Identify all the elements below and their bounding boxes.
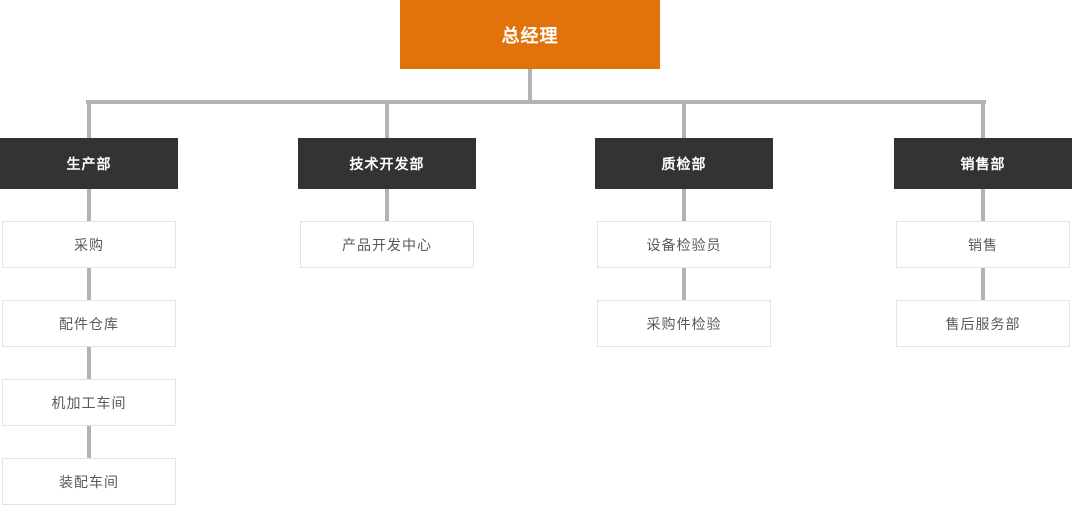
node-dept-sales: 销售部 bbox=[894, 138, 1072, 189]
connector-head-stub-quality bbox=[682, 104, 686, 138]
connector-root-stub bbox=[528, 69, 532, 100]
node-label: 质检部 bbox=[661, 155, 707, 172]
node-label: 采购件检验 bbox=[646, 315, 722, 332]
node-label: 装配车间 bbox=[59, 473, 119, 490]
connector-child bbox=[385, 189, 389, 221]
node-equipment-inspector: 设备检验员 bbox=[597, 221, 771, 268]
connector-horizontal-trunk bbox=[86, 100, 986, 104]
node-machining-workshop: 机加工车间 bbox=[2, 379, 176, 426]
node-general-manager: 总经理 bbox=[400, 0, 660, 69]
node-parts-warehouse: 配件仓库 bbox=[2, 300, 176, 347]
connector-child bbox=[682, 189, 686, 221]
connector-child bbox=[87, 347, 91, 379]
node-label: 销售部 bbox=[960, 155, 1006, 172]
node-label: 机加工车间 bbox=[51, 394, 127, 411]
node-product-development-center: 产品开发中心 bbox=[300, 221, 474, 268]
node-assembly-workshop: 装配车间 bbox=[2, 458, 176, 505]
node-label: 产品开发中心 bbox=[342, 236, 432, 253]
node-label: 销售 bbox=[968, 236, 998, 253]
node-label: 配件仓库 bbox=[59, 315, 119, 332]
node-label: 总经理 bbox=[501, 25, 559, 46]
connector-child bbox=[981, 189, 985, 221]
node-label: 设备检验员 bbox=[646, 236, 722, 253]
node-after-sales-service: 售后服务部 bbox=[896, 300, 1070, 347]
node-purchased-parts-inspection: 采购件检验 bbox=[597, 300, 771, 347]
connector-head-stub-sales bbox=[981, 104, 985, 138]
node-dept-tech-development: 技术开发部 bbox=[298, 138, 476, 189]
connector-head-stub-tech bbox=[385, 104, 389, 138]
node-label: 采购 bbox=[74, 236, 104, 253]
connector-child bbox=[87, 189, 91, 221]
node-label: 售后服务部 bbox=[945, 315, 1021, 332]
connector-child bbox=[981, 268, 985, 300]
connector-child bbox=[87, 426, 91, 458]
node-dept-quality-inspection: 质检部 bbox=[595, 138, 773, 189]
node-sales: 销售 bbox=[896, 221, 1070, 268]
node-label: 技术开发部 bbox=[349, 155, 425, 172]
connector-head-stub-production bbox=[87, 104, 91, 138]
node-label: 生产部 bbox=[66, 155, 112, 172]
node-procurement: 采购 bbox=[2, 221, 176, 268]
connector-child bbox=[87, 268, 91, 300]
connector-child bbox=[682, 268, 686, 300]
node-dept-production: 生产部 bbox=[0, 138, 178, 189]
